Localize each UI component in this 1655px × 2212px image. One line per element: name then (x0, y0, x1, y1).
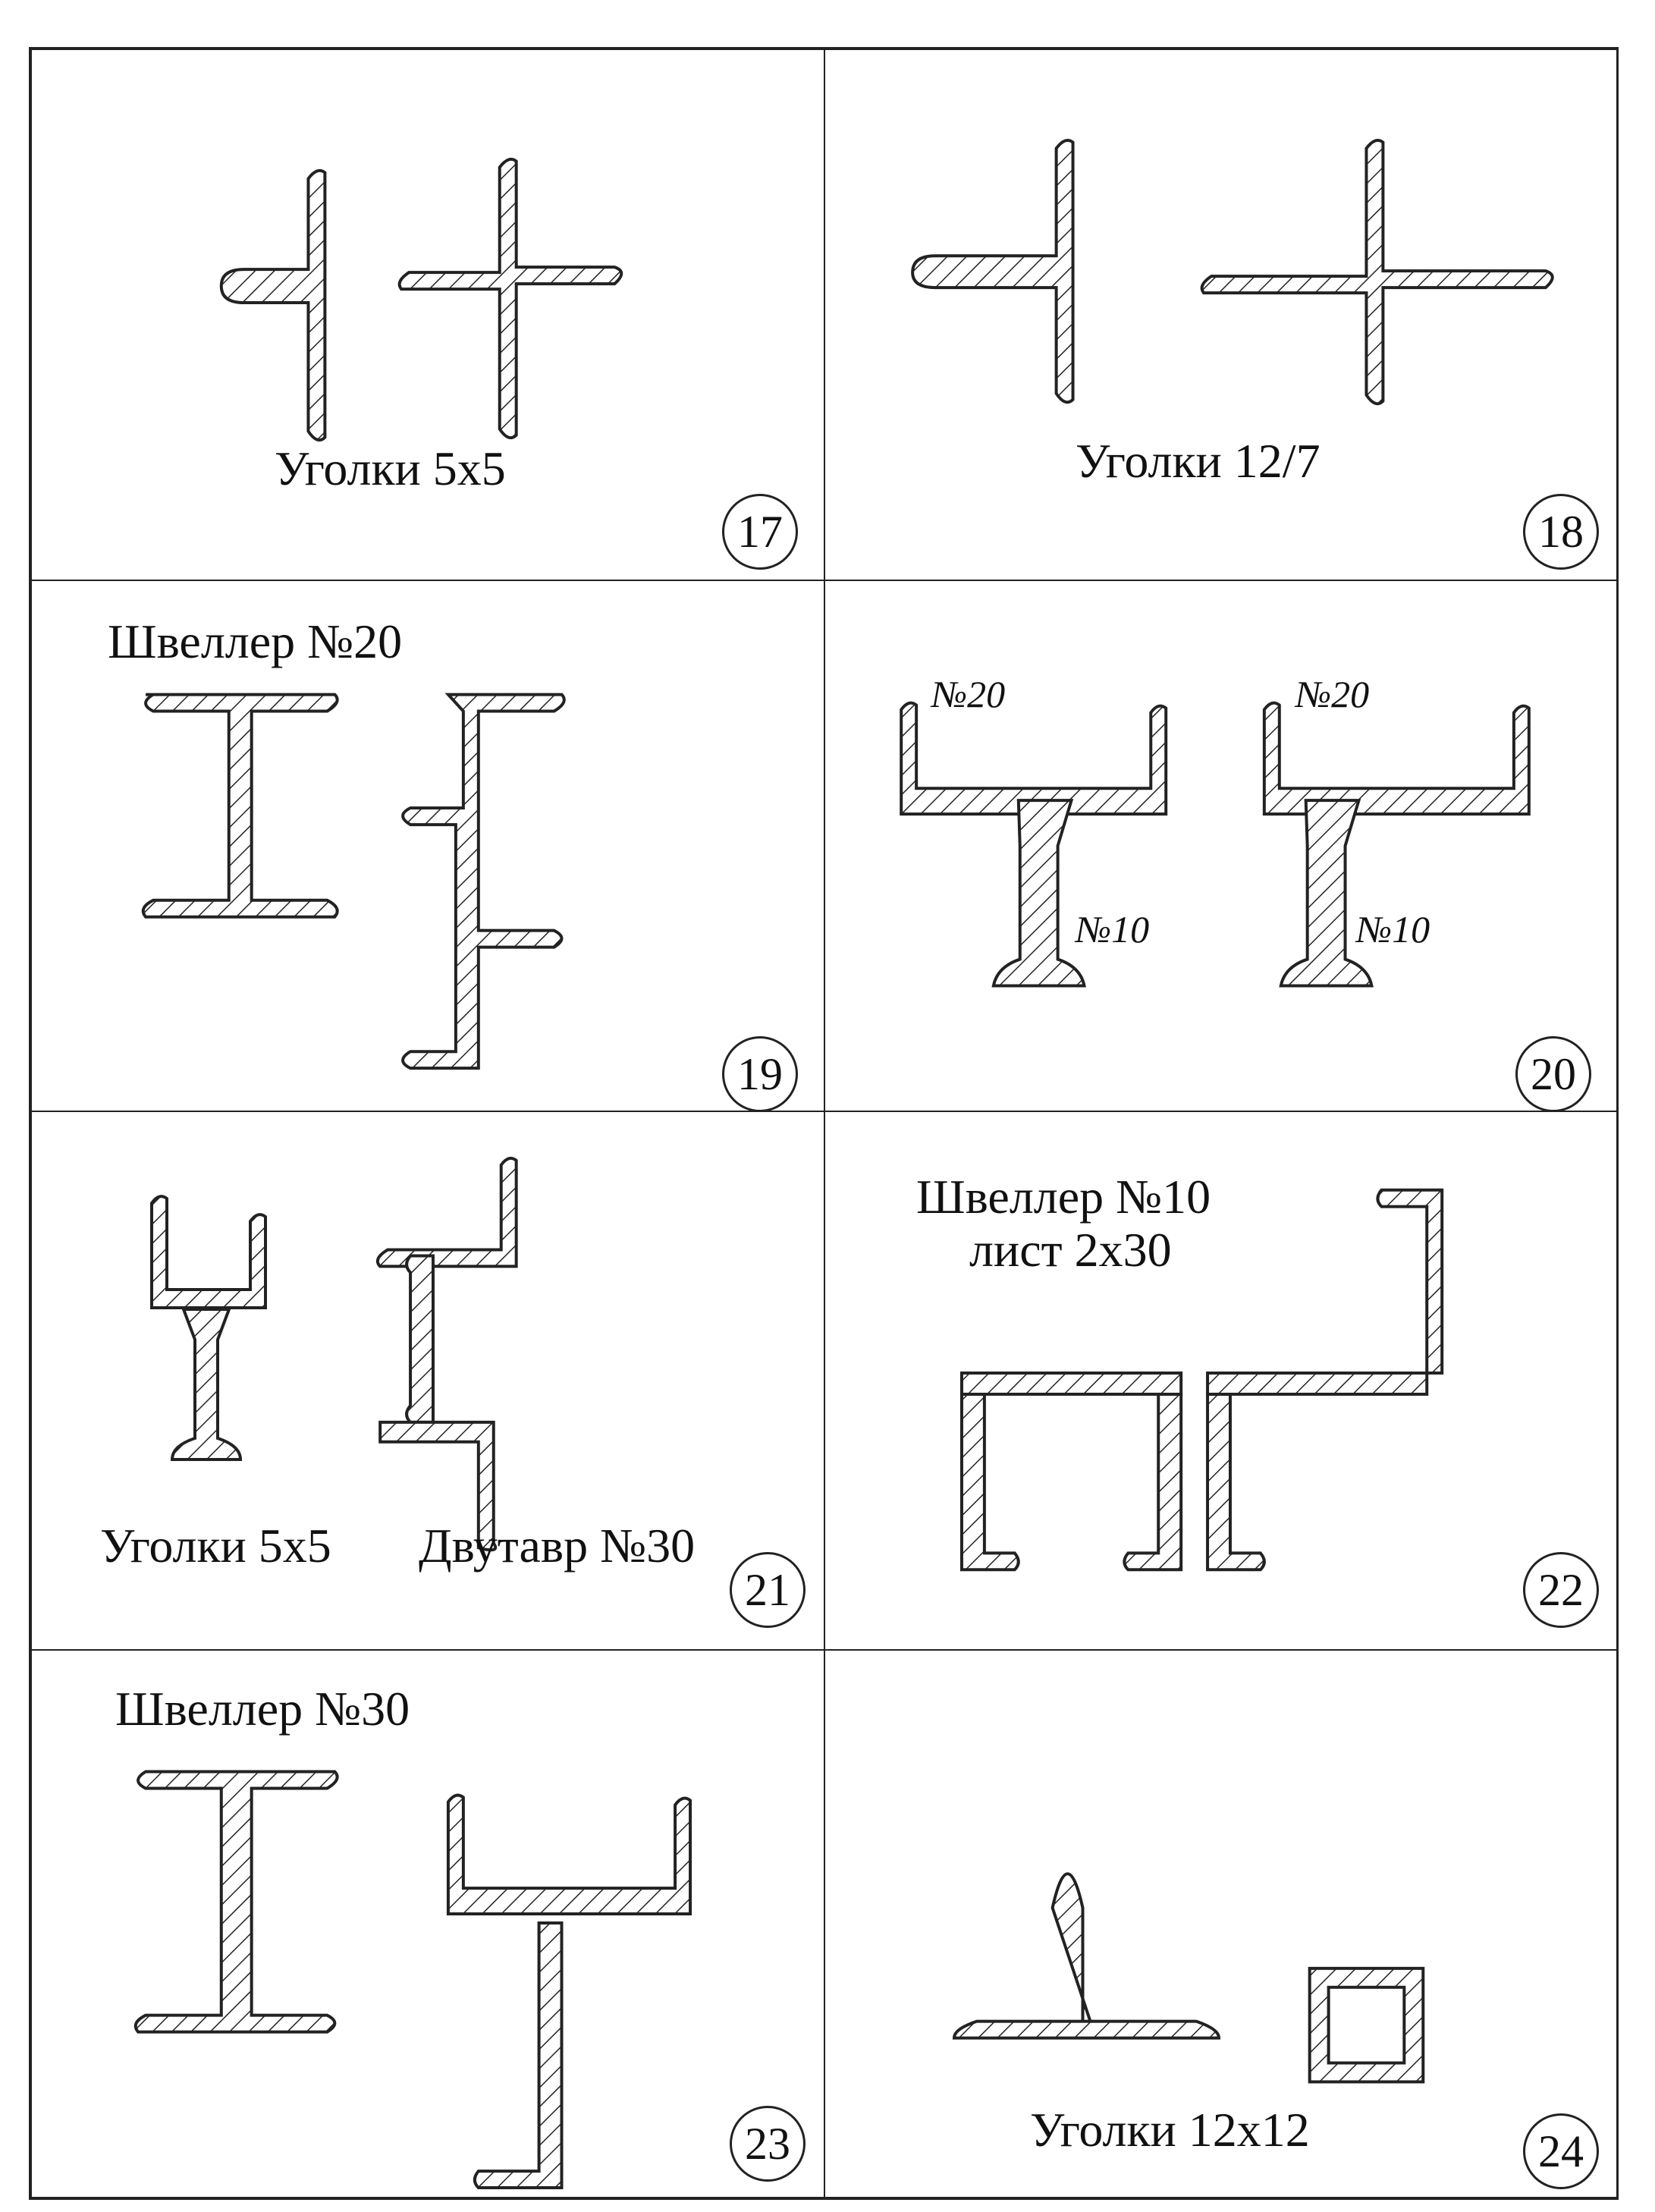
panel-20-label-a: №20 (931, 673, 1006, 715)
panel-17: Уголки 5х5 17 (31, 49, 824, 580)
panel-18-label: Уголки 12/7 (1076, 434, 1321, 488)
panel-20-label-b: №20 (1295, 673, 1370, 715)
panel-23: Швеллер №30 23 (31, 1650, 824, 2198)
drawing-angles-12x12 (952, 1872, 1425, 2084)
panel-23-number: 23 (730, 2106, 806, 2182)
panel-19-number: 19 (722, 1036, 798, 1111)
drawing-channel-20-sections (141, 693, 566, 1070)
panel-18: Уголки 12/7 18 (824, 49, 1618, 580)
panel-20-number: 20 (1515, 1036, 1591, 1111)
drawing-channel-beam-composite (900, 701, 1531, 988)
panel-22-label-channel: Швеллер №10 (916, 1170, 1211, 1224)
drawing-angles-5x5-cross (219, 157, 623, 442)
drawing-angles-12x7 (911, 139, 1554, 406)
panel-24: Уголки 12х12 24 (824, 1650, 1618, 2198)
panel-17-number: 17 (722, 494, 798, 570)
panel-17-label: Уголки 5х5 (275, 441, 506, 495)
panel-20-label-c: №10 (1076, 908, 1150, 950)
panel-18-number: 18 (1523, 494, 1599, 570)
panel-23-label: Швеллер №30 (115, 1682, 410, 1736)
panel-21: Уголки 5х5 Двутавр №30 21 (31, 1111, 824, 1650)
worksheet-grid: Уголки 5х5 17 Уголки 12/7 18 Швеллер №20… (29, 47, 1619, 2200)
panel-21-label-angles: Уголки 5х5 (100, 1519, 331, 1573)
panel-24-number: 24 (1523, 2113, 1599, 2189)
panel-21-number: 21 (730, 1552, 806, 1628)
panel-22: Швеллер №10 лист 2х30 22 (824, 1111, 1618, 1650)
panel-19: Швеллер №20 19 (31, 580, 824, 1111)
panel-19-label: Швеллер №20 (108, 614, 403, 668)
panel-22-label-plate: лист 2х30 (969, 1223, 1172, 1277)
drawing-channel-30-sections (133, 1770, 692, 2190)
panel-22-number: 22 (1523, 1552, 1599, 1628)
drawing-beam-angles-right (375, 1156, 518, 1552)
panel-24-label: Уголки 12х12 (1030, 2103, 1310, 2157)
drawing-channel-10-plate (959, 1188, 1444, 1572)
panel-21-label-beam: Двутавр №30 (419, 1519, 696, 1573)
panel-20-label-d: №10 (1356, 908, 1430, 950)
panel-20: №20 №20 №10 №10 20 (824, 580, 1618, 1111)
drawing-angles-beam-30 (150, 1195, 267, 1461)
